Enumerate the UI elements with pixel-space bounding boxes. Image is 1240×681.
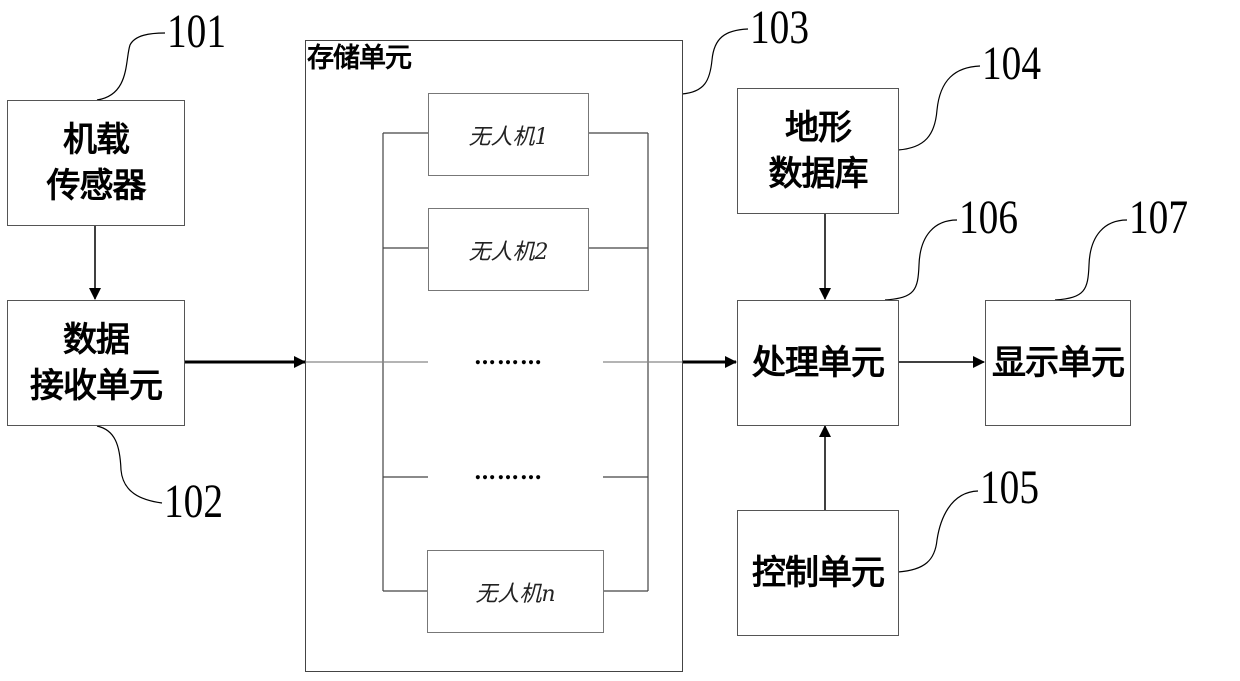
box-display-unit: 显示单元: [985, 300, 1131, 426]
leader-102: [96, 425, 163, 504]
box-terrain-database: 地形 数据库: [737, 88, 899, 214]
uav-box-1: 无人机1: [428, 93, 589, 176]
box-data-receiving-unit: 数据 接收单元: [7, 300, 185, 426]
box-107-label: 显示单元: [992, 343, 1125, 383]
box-104-line2: 数据库: [768, 154, 869, 194]
ellipsis-row-1: ………: [474, 346, 543, 368]
leader-101: [96, 32, 166, 101]
box-106-label: 处理单元: [752, 343, 885, 383]
box-101-line2: 传感器: [46, 166, 147, 206]
box-onboard-sensor: 机载 传感器: [7, 100, 185, 226]
uav-box-n: 无人机n: [427, 550, 604, 633]
storage-bus: [305, 132, 682, 592]
uav-label-1: 无人机1: [468, 124, 549, 150]
ref-105: 105: [980, 461, 1040, 514]
ellipsis-2: ………: [474, 459, 543, 485]
ref-107: 107: [1129, 191, 1189, 244]
box-storage-unit: [305, 40, 683, 672]
ellipsis-row-2: ………: [474, 461, 543, 483]
leader-lines: [96, 28, 1128, 573]
ref-102: 102: [164, 475, 224, 528]
box-processing-unit: 处理单元: [737, 300, 899, 426]
leader-106: [884, 219, 958, 301]
box-102-line2: 接收单元: [30, 366, 163, 406]
leader-105: [897, 490, 979, 573]
leader-103: [681, 28, 749, 95]
ref-104: 104: [982, 37, 1042, 90]
box-101-line1: 机载: [63, 120, 130, 160]
uav-label-n: 无人机n: [475, 581, 556, 607]
ellipsis-1: ………: [474, 344, 543, 370]
uav-label-2: 无人机2: [468, 239, 549, 265]
ref-106: 106: [959, 191, 1019, 244]
ref-101: 101: [167, 5, 227, 58]
box-control-unit: 控制单元: [737, 510, 899, 636]
storage-unit-title: 存储单元: [307, 43, 412, 74]
box-102-line1: 数据: [63, 320, 130, 360]
box-105-label: 控制单元: [752, 553, 885, 593]
uav-box-2: 无人机2: [428, 208, 589, 291]
box-104-line1: 地形: [785, 108, 852, 148]
leader-104: [897, 65, 981, 151]
leader-107: [1054, 219, 1128, 301]
ref-103: 103: [750, 1, 810, 54]
